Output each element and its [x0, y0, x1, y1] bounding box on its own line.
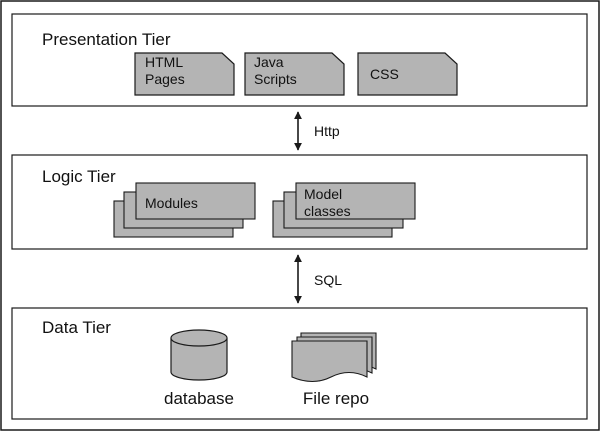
sql-connector: SQL [294, 254, 342, 304]
file-repo-node: File repo [291, 332, 377, 408]
css-label: CSS [370, 66, 399, 82]
modules-node: Modules [113, 182, 256, 238]
database-cylinder-body [170, 338, 228, 381]
modules-label: Modules [145, 195, 198, 211]
logic-tier-label: Logic Tier [42, 167, 116, 186]
css-shape [357, 52, 458, 96]
file-repo-doc-front [291, 340, 368, 383]
presentation-tier: Presentation Tier HTML Pages Java Script… [11, 13, 588, 107]
data-tier-label: Data Tier [42, 318, 111, 337]
css-node: CSS [357, 52, 458, 96]
presentation-tier-label: Presentation Tier [42, 30, 171, 49]
file-repo-label: File repo [303, 389, 369, 408]
model-stack-front [295, 182, 416, 220]
http-label: Http [314, 123, 340, 139]
database-cylinder-top [170, 329, 228, 347]
html-pages-label-line2: Pages [145, 71, 185, 87]
logic-tier: Logic Tier Modules Model classes [11, 154, 588, 250]
model-classes-node: Model classes [272, 182, 416, 238]
html-pages-label-line1: HTML [145, 54, 183, 70]
model-classes-label-line2: classes [304, 203, 351, 219]
html-pages-node: HTML Pages [134, 52, 235, 96]
modules-stack-front [135, 182, 256, 220]
model-classes-label-line1: Model [304, 186, 342, 202]
java-scripts-label-line2: Scripts [254, 71, 297, 87]
java-scripts-shape [244, 52, 345, 96]
data-tier: Data Tier database File repo [11, 307, 588, 420]
database-node: database [164, 329, 234, 408]
java-scripts-node: Java Scripts [244, 52, 345, 96]
sql-label: SQL [314, 272, 342, 288]
html-pages-shape [134, 52, 235, 96]
java-scripts-label-line1: Java [254, 54, 284, 70]
database-label: database [164, 389, 234, 408]
http-connector: Http [294, 111, 340, 151]
